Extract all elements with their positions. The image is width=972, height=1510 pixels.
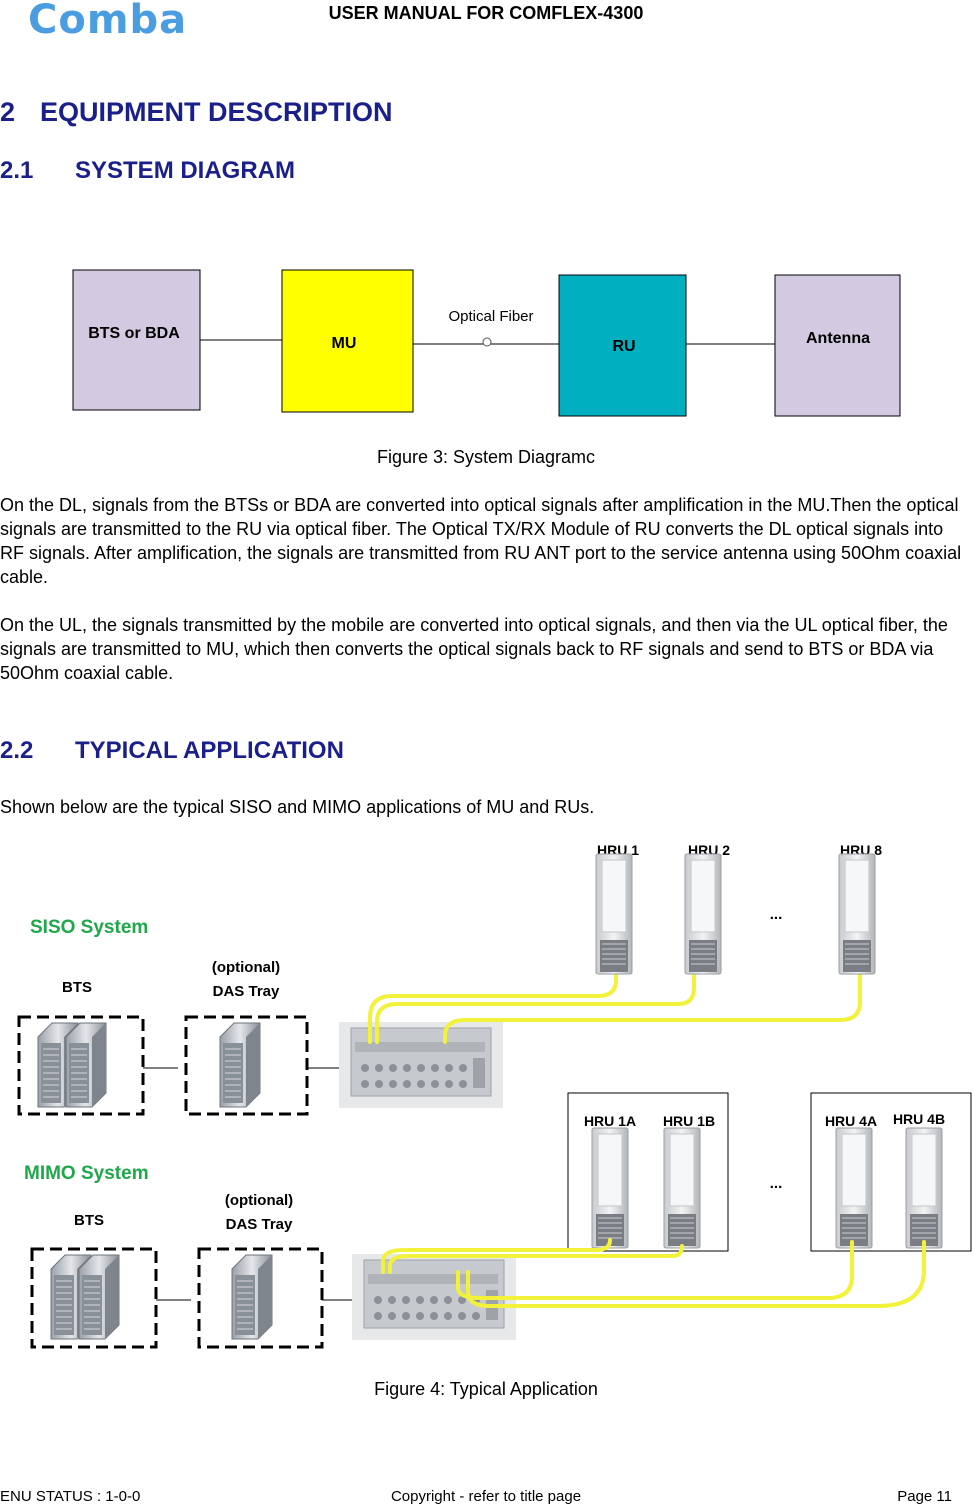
application-diagram: SISO System BTS (optional) DAS Tray HRU …: [17, 842, 972, 1349]
mimo-tray-label-optional: (optional): [225, 1192, 293, 1209]
block-mu: [281, 269, 414, 413]
paragraph-dl: On the DL, signals from the BTSs or BDA …: [0, 495, 962, 587]
siso-tray-label-optional: (optional): [212, 959, 280, 976]
subsection-number: 2.2: [0, 737, 34, 764]
section-number: 2: [0, 97, 16, 127]
figure-4-caption: Figure 4: Typical Application: [374, 1379, 598, 1399]
paragraph-ul: On the UL, the signals transmitted by th…: [0, 615, 948, 683]
section-heading: 2 EQUIPMENT DESCRIPTION: [0, 97, 393, 128]
mimo-tray-label: DAS Tray: [226, 1216, 293, 1233]
mimo-das-tray-box: [197, 1247, 324, 1349]
mimo-hru-4a-icon: [835, 1127, 873, 1249]
subsection-title: SYSTEM DIAGRAM: [75, 157, 296, 184]
mimo-bts-server-icon: [50, 1254, 120, 1340]
subsection-heading-system-diagram: 2.1 SYSTEM DIAGRAM: [0, 157, 295, 185]
siso-fiber-cables: [368, 968, 862, 1044]
mimo-hru-1b-icon: [663, 1127, 701, 1249]
siso-das-tray-box: [184, 1015, 309, 1116]
siso-tray-label: DAS Tray: [213, 983, 280, 1000]
mimo-hru-label-4a: HRU 4A: [825, 1113, 877, 1129]
comba-logo: Comba: [28, 0, 188, 43]
mimo-hru-label-4b: HRU 4B: [893, 1111, 945, 1127]
siso-bts-server-icon: [37, 1022, 107, 1108]
siso-ellipsis: ...: [770, 906, 783, 923]
footer-page-number: Page 11: [897, 1488, 952, 1505]
subsection-number: 2.1: [0, 157, 34, 184]
mimo-fiber-cables: [381, 1238, 926, 1308]
fiber-connector-icon: [482, 337, 492, 347]
siso-bts-label: BTS: [62, 979, 92, 996]
block-label-ru: RU: [612, 338, 635, 355]
mimo-hru-group-4: [810, 1092, 972, 1252]
block-antenna: [774, 274, 901, 417]
siso-mu-unit-icon: [338, 1021, 504, 1109]
system-diagram: BTS or BDA MU RU Antenna Optical Fiber: [72, 269, 901, 417]
footer-status: ENU STATUS : 1-0-0: [0, 1488, 141, 1505]
mimo-hru-group-1: [567, 1092, 729, 1252]
mimo-hru-4b-icon: [905, 1127, 943, 1249]
siso-bts-box: [17, 1015, 145, 1116]
mimo-hru-label-1a: HRU 1A: [584, 1113, 636, 1129]
siso-hru-1-icon: [595, 853, 633, 975]
mimo-bts-label: BTS: [74, 1212, 104, 1229]
block-label-antenna: Antenna: [806, 330, 870, 347]
section-title: EQUIPMENT DESCRIPTION: [40, 97, 393, 127]
siso-system-title: SISO System: [30, 917, 148, 938]
siso-hru-8-icon: [838, 853, 876, 975]
block-label-mu: MU: [332, 335, 357, 352]
block-ru: [558, 274, 687, 417]
mimo-system-title: MIMO System: [24, 1163, 149, 1184]
block-label-bts-or-bda: BTS or BDA: [88, 325, 180, 342]
subsection-title: TYPICAL APPLICATION: [75, 737, 344, 764]
application-intro: Shown below are the typical SISO and MIM…: [0, 797, 595, 817]
block-bts-or-bda: [72, 269, 201, 411]
subsection-heading-typical-application: 2.2 TYPICAL APPLICATION: [0, 737, 344, 765]
optical-fiber-label: Optical Fiber: [448, 308, 533, 325]
siso-hru-2-icon: [684, 853, 722, 975]
siso-das-tray-server-icon: [219, 1022, 261, 1108]
mimo-das-tray-server-icon: [231, 1254, 273, 1340]
mimo-hru-label-1b: HRU 1B: [663, 1113, 715, 1129]
mimo-bts-box: [30, 1247, 158, 1349]
figure-3-caption: Figure 3: System Diagramc: [376, 447, 596, 467]
footer-copyright: Copyright - refer to title page: [390, 1488, 582, 1505]
mimo-ellipsis: ...: [770, 1175, 783, 1192]
mimo-hru-1a-icon: [591, 1127, 629, 1249]
document-title: USER MANUAL FOR COMFLEX-4300: [328, 3, 644, 23]
